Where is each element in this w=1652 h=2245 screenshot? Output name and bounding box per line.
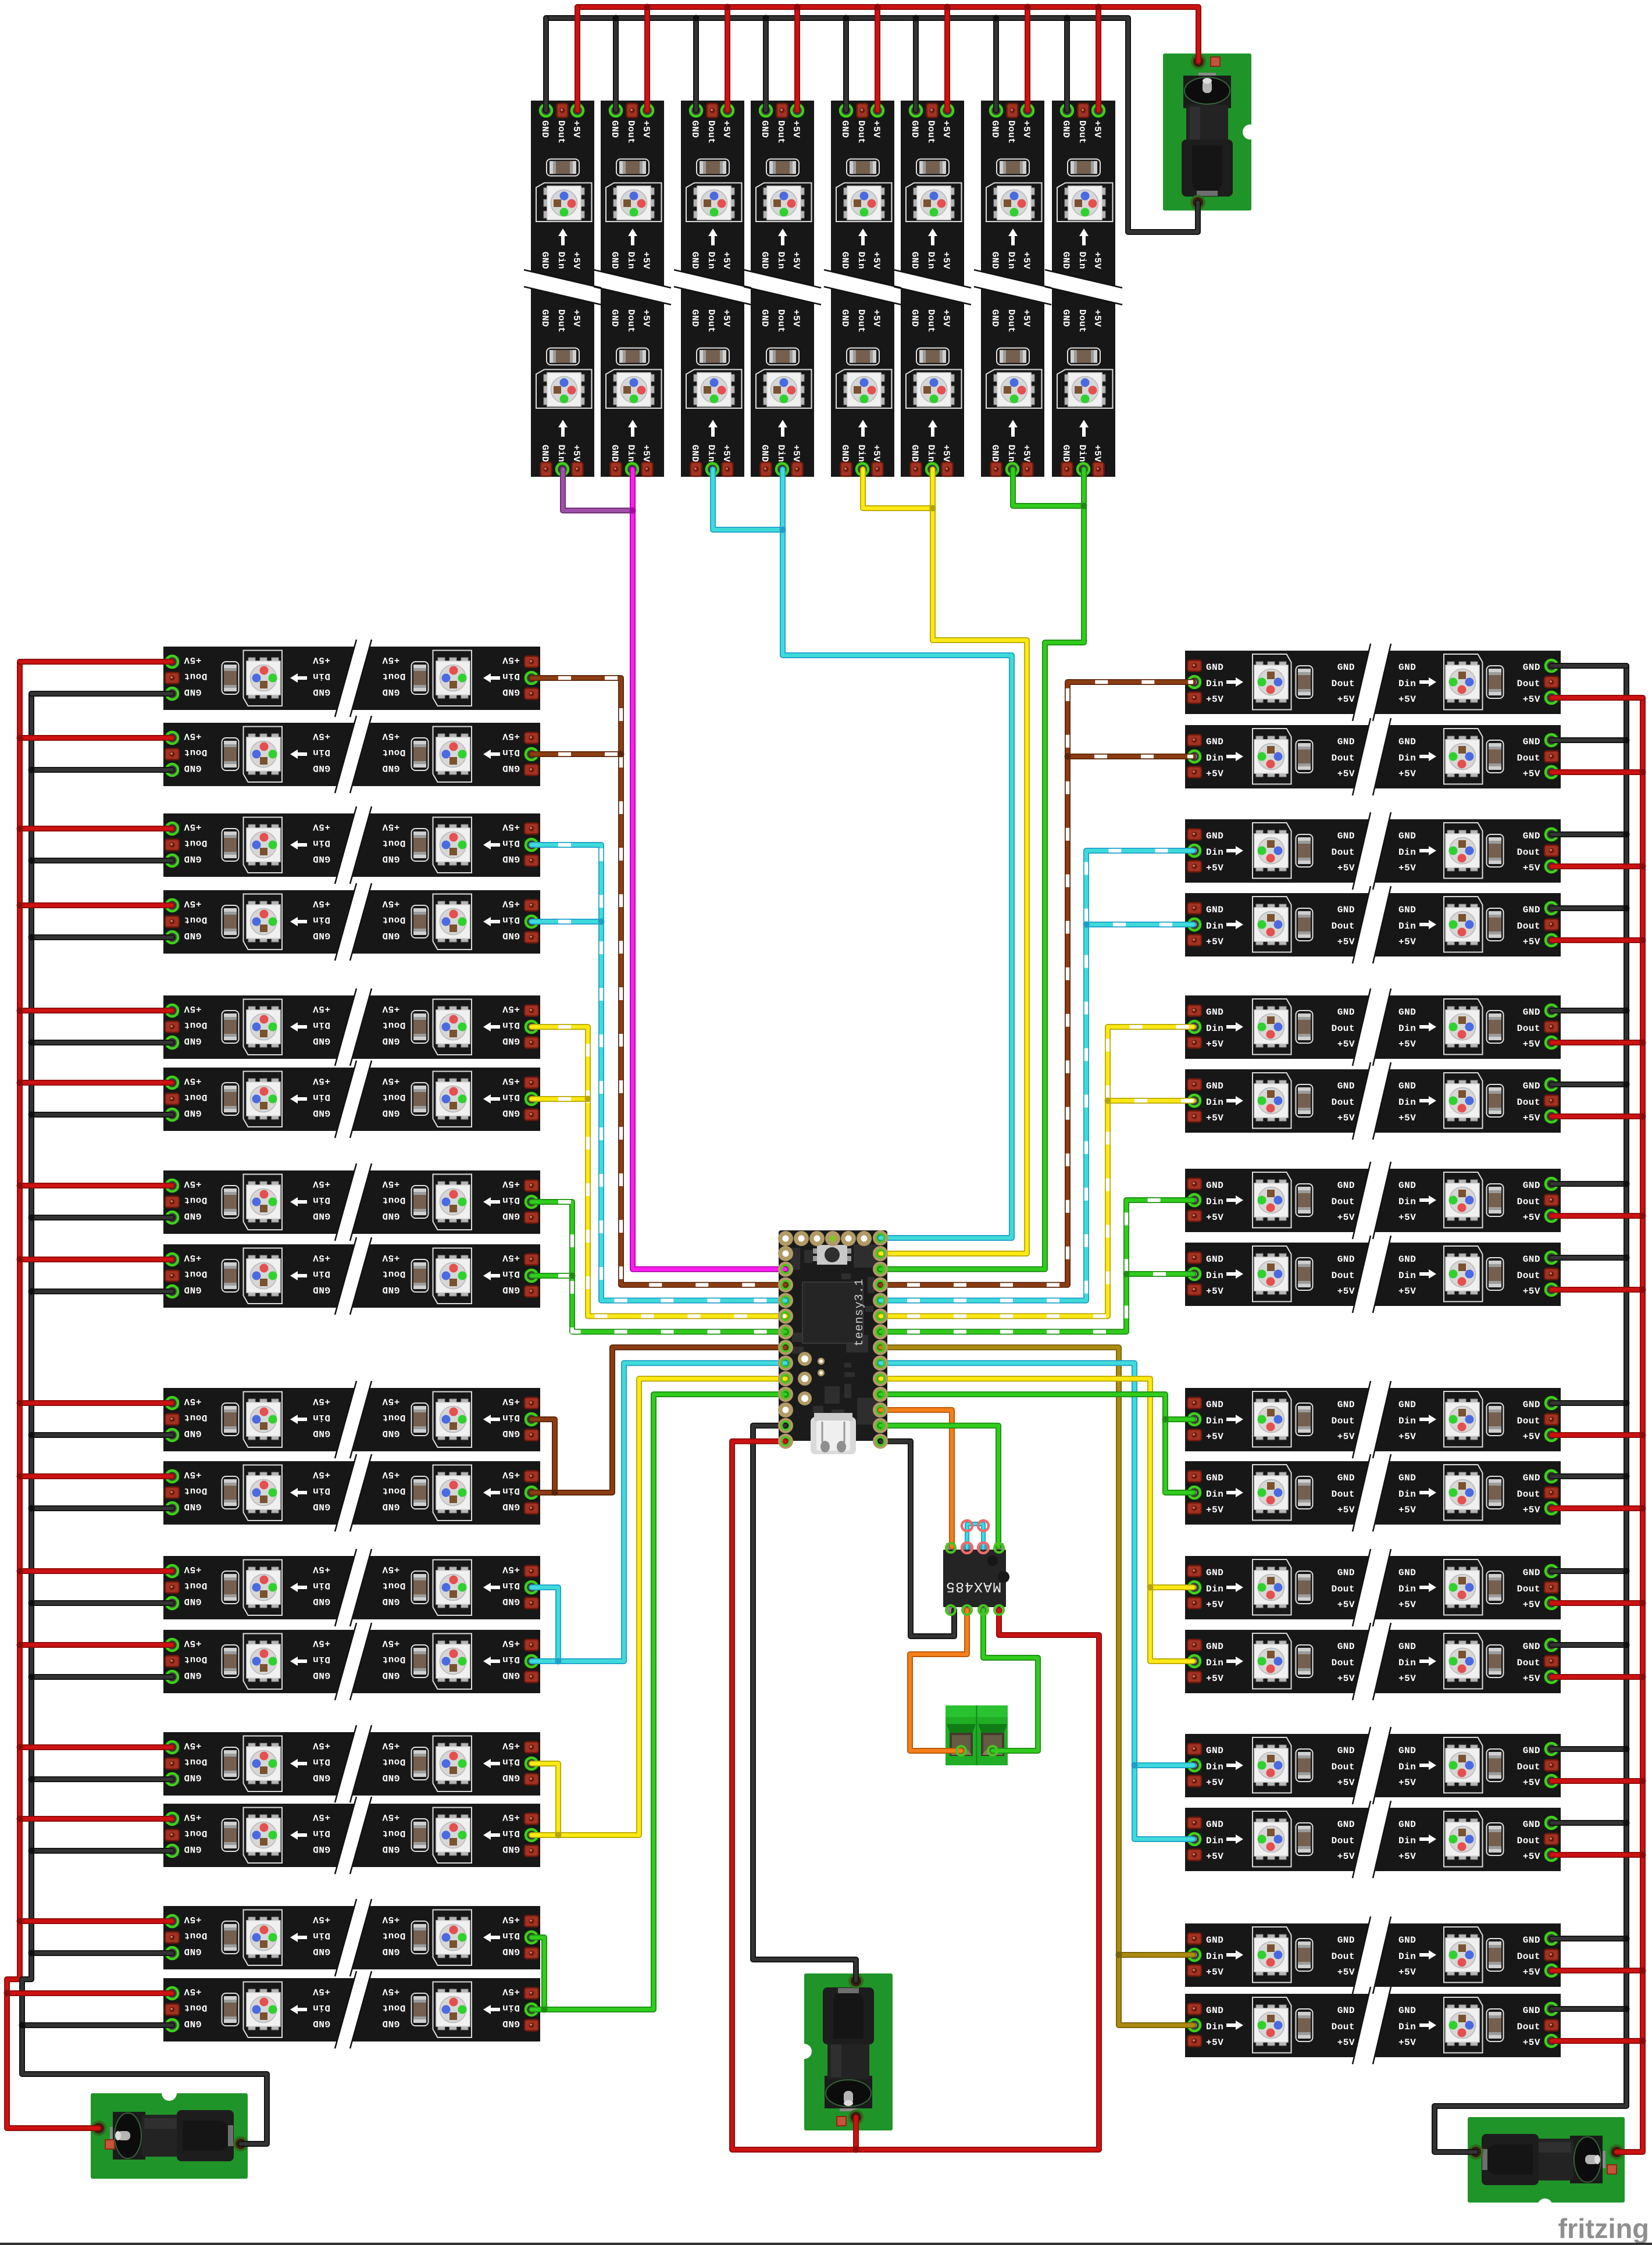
svg-text:fritzing: fritzing (1558, 2213, 1649, 2244)
svg-text:MAX485: MAX485 (945, 1578, 1001, 1595)
svg-text:teensy3.1: teensy3.1 (853, 1278, 866, 1346)
